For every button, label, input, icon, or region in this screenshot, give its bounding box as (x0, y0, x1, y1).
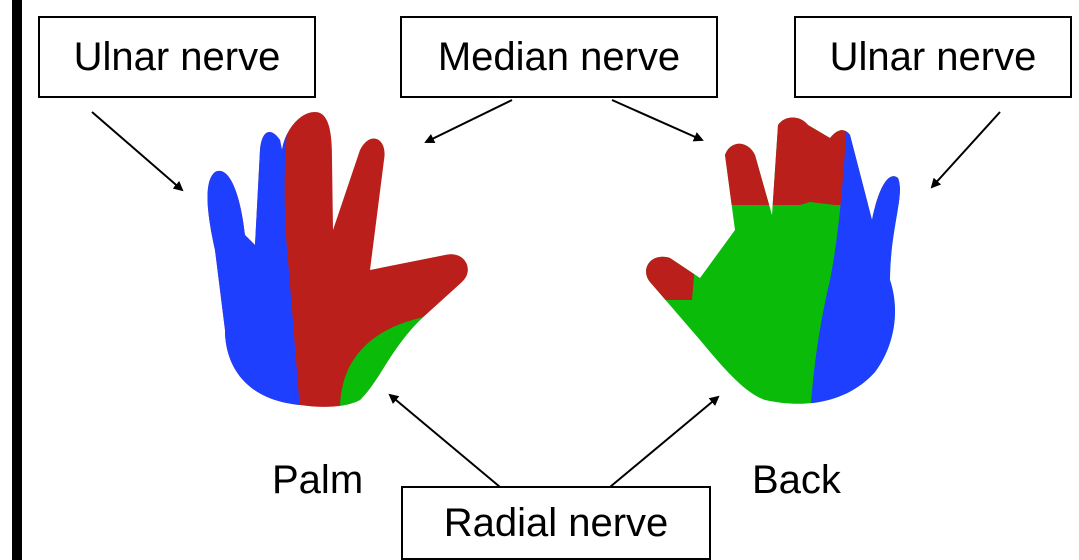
arrow-median-back (612, 100, 702, 140)
label-ulnar-nerve-left: Ulnar nerve (38, 16, 316, 98)
arrow-radial-back (610, 397, 718, 487)
back-median-upper-region (630, 100, 920, 205)
arrow-ulnar-left (92, 112, 182, 190)
caption-palm: Palm (272, 458, 363, 503)
palm-ulnar-region (195, 100, 300, 410)
arrow-radial-palm (390, 395, 500, 487)
label-median-nerve: Median nerve (400, 16, 718, 98)
caption-back: Back (752, 458, 841, 503)
palm-hand (195, 100, 485, 420)
arrow-median-palm (426, 100, 512, 142)
back-median-thumb-region (630, 205, 700, 300)
arrow-ulnar-right (932, 112, 1000, 187)
label-radial-nerve: Radial nerve (401, 486, 711, 560)
back-hand (630, 100, 920, 420)
label-ulnar-nerve-right: Ulnar nerve (794, 16, 1072, 98)
